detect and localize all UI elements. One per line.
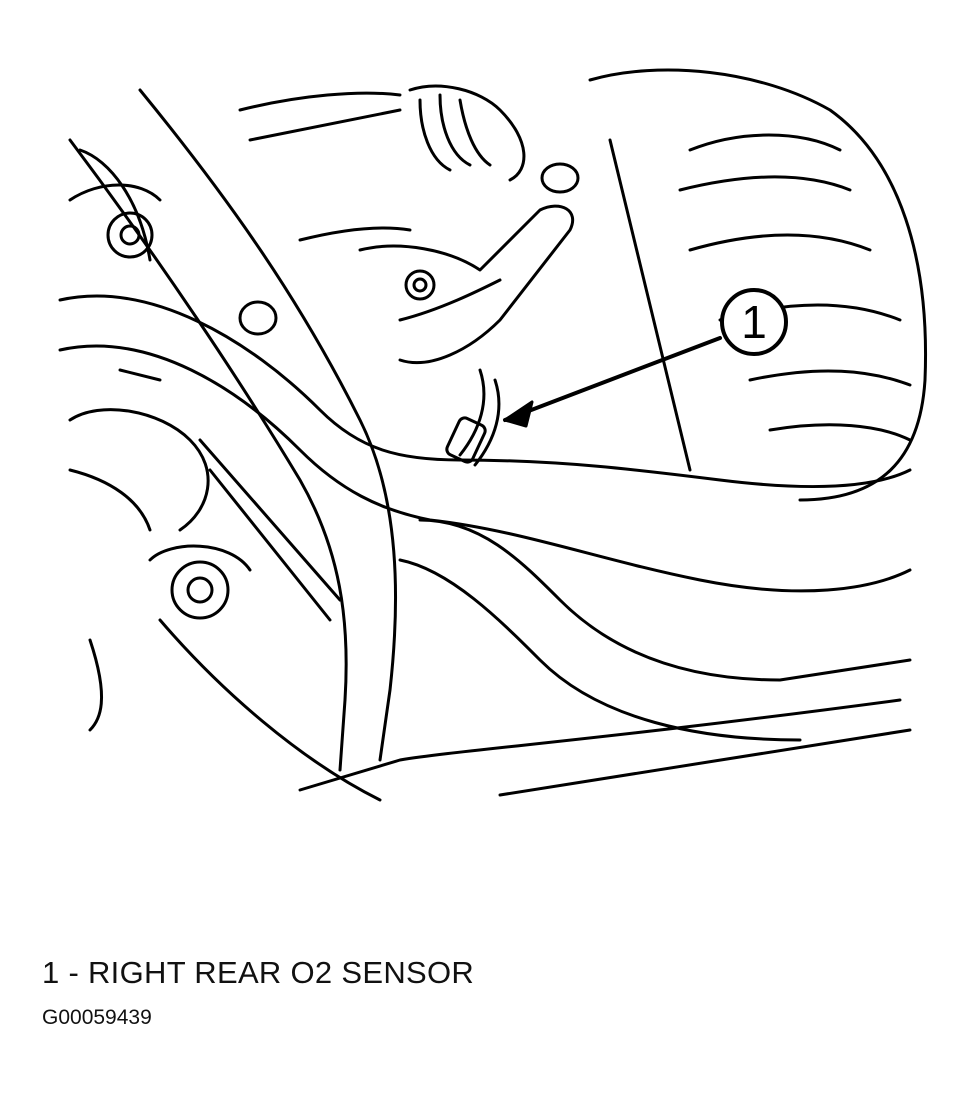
figure-id: G00059439 bbox=[42, 1006, 152, 1029]
catalytic-converter bbox=[68, 368, 382, 802]
undercarriage-illustration: 1 bbox=[58, 68, 928, 802]
exhaust-pipe bbox=[445, 368, 501, 467]
control-arm-bracket bbox=[298, 204, 575, 365]
engine-parts bbox=[68, 148, 278, 336]
callout-1: 1 bbox=[720, 288, 788, 356]
tire-outline bbox=[588, 68, 928, 502]
suspension-boot bbox=[238, 84, 580, 194]
callout-1-number: 1 bbox=[741, 296, 767, 348]
callout-arrow bbox=[503, 336, 722, 428]
legend-line: 1 - RIGHT REAR O2 SENSOR bbox=[42, 955, 475, 990]
floor-panel bbox=[398, 518, 912, 797]
frame-rail bbox=[68, 88, 902, 792]
